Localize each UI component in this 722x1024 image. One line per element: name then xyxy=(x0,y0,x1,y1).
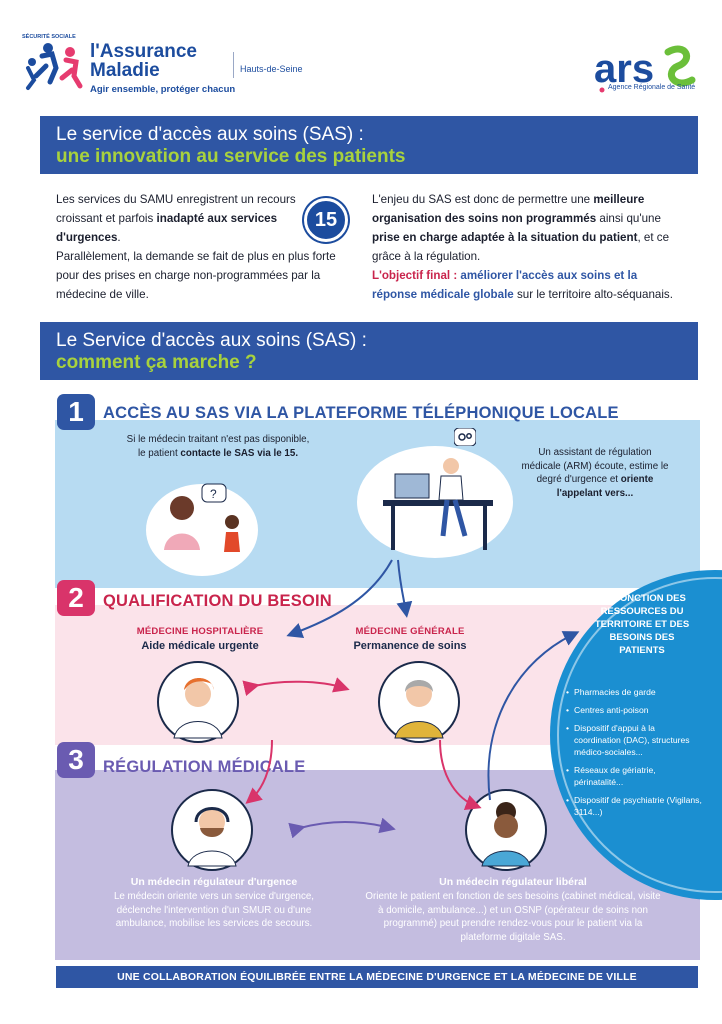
emergency-regulator-text: Le médecin oriente vers un service d'urg… xyxy=(113,891,315,929)
intro-right-p1-c: ainsi qu'une xyxy=(596,212,661,225)
step2-number: 2 xyxy=(57,580,95,616)
step1-right-a: Un assistant de régulation médicale (ARM… xyxy=(521,447,669,485)
step1-left-text: Si le médecin traitant n'est pas disponi… xyxy=(98,433,338,460)
hospital-doctor-avatar xyxy=(157,661,239,743)
intro-right-p1-b: meilleure organisation des soins non pro… xyxy=(372,193,645,225)
step1-left-b: le patient xyxy=(137,447,181,459)
emergency-regulator-title: Un médecin régulateur d'urgence xyxy=(130,876,298,888)
step3-left: Un médecin régulateur d'urgence Le médec… xyxy=(96,876,332,931)
header-divider xyxy=(233,52,234,78)
step2-title: QUALIFICATION DU BESOIN xyxy=(103,592,332,610)
am-title: l'Assurance Maladie xyxy=(90,42,197,80)
resource-item: Pharmacies de garde xyxy=(566,686,702,698)
am-title-line2: Maladie xyxy=(90,60,160,81)
intro-right: L'enjeu du SAS est donc de permettre une… xyxy=(372,190,682,304)
section2-title-bar: Le Service d'accès aux soins (SAS) : com… xyxy=(40,322,698,380)
general-doctor-avatar xyxy=(378,661,460,743)
svg-text:?: ? xyxy=(210,487,217,501)
goal-end: sur le territoire alto-séquanais. xyxy=(513,288,673,301)
goal-label: L'objectif final : xyxy=(372,269,458,282)
section1-title-line2: une innovation au service des patients xyxy=(56,146,406,167)
region-label: Hauts-de-Seine xyxy=(240,64,303,74)
intro-right-goal: L'objectif final : améliorer l'accès aux… xyxy=(372,266,682,304)
patient-caller-illustration: ? xyxy=(146,483,258,576)
section1-title-bar: Le service d'accès aux soins (SAS) : une… xyxy=(40,116,698,174)
liberal-regulator-text: Oriente le patient en fonction de ses be… xyxy=(365,891,661,943)
step1-left-line2: le patient contacte le SAS via le 15. xyxy=(98,447,338,461)
am-tagline: Agir ensemble, protéger chacun xyxy=(90,84,236,95)
step1-left-a: Si le médecin traitant n'est pas disponi… xyxy=(126,434,310,445)
step1-title: ACCÈS AU SAS VIA LA PLATEFORME TÉLÉPHONI… xyxy=(103,404,619,422)
arm-operator-illustration xyxy=(357,446,513,558)
intro-left-p1-a: Les services du SAMU enregistrent un rec… xyxy=(56,193,296,225)
ars-logo: ars xyxy=(594,45,696,93)
gen-label: MÉDECINE GÉNÉRALE xyxy=(355,626,465,637)
emergency-regulator-avatar xyxy=(171,789,253,871)
gen-sub: Permanence de soins xyxy=(353,640,467,652)
section2-title-line2: comment ça marche ? xyxy=(56,352,257,373)
goal-text: améliorer l'accès aux soins et la répons… xyxy=(372,269,638,301)
step1-right-b: oriente l'appelant vers... xyxy=(556,474,654,499)
step3-number: 3 xyxy=(57,742,95,778)
intro-left-p1: Les services du SAMU enregistrent un rec… xyxy=(56,190,308,247)
hosp-label: MÉDECINE HOSPITALIÈRE xyxy=(136,626,264,637)
step1-right-text: Un assistant de régulation médicale (ARM… xyxy=(520,446,670,500)
securite-sociale-label: SÉCURITÉ SOCIALE xyxy=(22,34,76,40)
gears-icon xyxy=(454,428,476,446)
resources-list: Pharmacies de garde Centres anti-poison … xyxy=(566,686,702,824)
footer-banner: UNE COLLABORATION ÉQUILIBRÉE ENTRE LA MÉ… xyxy=(56,966,698,988)
resources-title: EN FONCTION DES RESSOURCES DU TERRITOIRE… xyxy=(594,593,690,656)
hosp-sub: Aide médicale urgente xyxy=(141,640,259,652)
samu-15-badge: 15 xyxy=(304,198,348,242)
intro-left: Les services du SAMU enregistrent un rec… xyxy=(56,190,336,304)
step3-title: RÉGULATION MÉDICALE xyxy=(103,758,306,776)
intro-right-p1-e: , et ce grâce à la régulation. xyxy=(372,231,670,263)
resource-item: Réseaux de gériatrie, périnatalité... xyxy=(566,764,702,788)
liberal-regulator-avatar xyxy=(465,789,547,871)
section2-title-line1: Le Service d'accès aux soins (SAS) : xyxy=(56,330,367,351)
ars-subtitle: Agence Régionale de Santé xyxy=(608,84,696,91)
liberal-regulator-title: Un médecin régulateur libéral xyxy=(439,876,587,888)
intro-left-p1-b: inadapté aux services d'urgences xyxy=(56,212,278,244)
step3-right: Un médecin régulateur libéral Oriente le… xyxy=(364,876,662,944)
intro-left-p2: Parallèlement, la demande se fait de plu… xyxy=(56,250,336,301)
resource-item: Dispositif d'appui à la coordination (DA… xyxy=(566,722,702,758)
am-title-line1: l'Assurance xyxy=(90,41,197,62)
intro-left-p1-c: . xyxy=(117,231,121,244)
step1-left-c: contacte le SAS via le 15. xyxy=(180,447,299,459)
ars-logo-text: ars xyxy=(594,47,654,91)
resource-item: Dispositif de psychiatrie (Vigilans, 311… xyxy=(566,794,702,818)
section1-title-line1: Le service d'accès aux soins (SAS) : xyxy=(56,124,364,145)
intro-right-p1-d: prise en charge adaptée à la situation d… xyxy=(372,231,638,244)
step1-number: 1 xyxy=(57,394,95,430)
intro-right-p1: L'enjeu du SAS est donc de permettre une… xyxy=(372,190,682,266)
intro-right-p1-a: L'enjeu du SAS est donc de permettre une xyxy=(372,193,594,206)
resource-item: Centres anti-poison xyxy=(566,704,702,716)
assurance-maladie-logo xyxy=(26,43,83,90)
